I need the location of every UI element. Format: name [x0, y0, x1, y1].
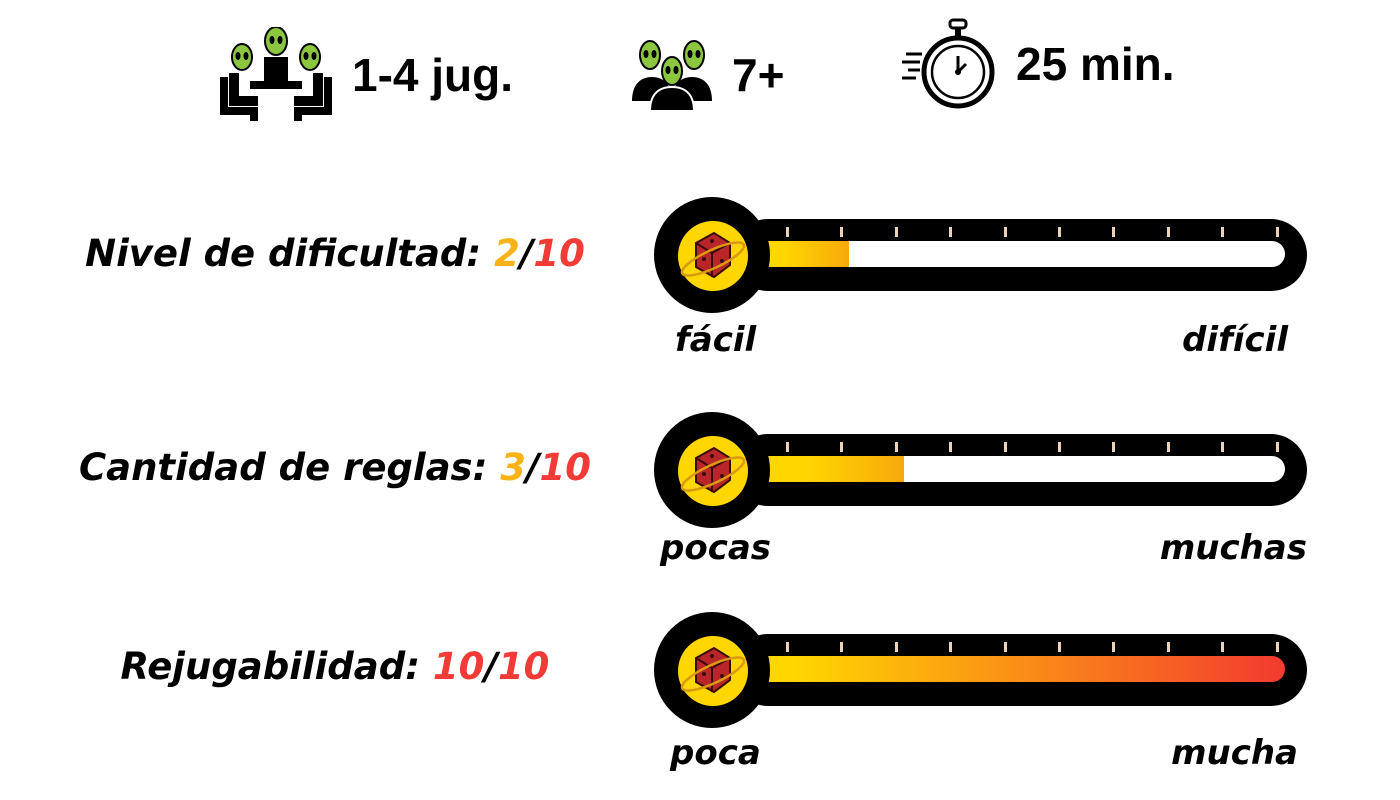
- dice-planet-icon: [680, 446, 746, 494]
- meter-tick: [1166, 642, 1170, 652]
- meter-tick: [1003, 442, 1007, 452]
- meter-bulb: [654, 412, 770, 528]
- meter-tick: [1058, 227, 1061, 237]
- meter-tick: [1221, 227, 1225, 237]
- players-stat: 1-4 jug.: [220, 27, 514, 121]
- meter-channel: [740, 456, 1285, 482]
- meter-channel: [740, 241, 1285, 267]
- rating-label: Rejugabilidad: 10/10: [120, 645, 550, 688]
- min-label: pocas: [660, 528, 772, 568]
- meter-tick: [1275, 227, 1279, 237]
- meter-tick: [894, 442, 898, 452]
- rating-score: 10: [432, 645, 485, 688]
- meter-tick: [1112, 442, 1116, 452]
- meter-tick: [1058, 642, 1061, 652]
- thermometer-meter: [652, 410, 1312, 530]
- max-label: muchas: [1159, 528, 1307, 568]
- meter-tick: [1003, 227, 1007, 237]
- thermometer-meter: [652, 195, 1312, 315]
- meter-tick: [786, 227, 789, 237]
- meter-channel: [740, 656, 1285, 682]
- meter-tick: [1166, 442, 1170, 452]
- meter-tick: [1275, 642, 1279, 652]
- rating-label: Nivel de dificultad: 2/10: [85, 232, 585, 275]
- dice-planet-icon: [680, 231, 746, 279]
- age-label: 7+: [732, 49, 785, 101]
- meter-bulb: [654, 197, 770, 313]
- meter-tick: [840, 642, 844, 652]
- meter-fill: [740, 656, 1285, 682]
- meter-tick: [1221, 642, 1225, 652]
- meter-tick: [1112, 642, 1116, 652]
- rating-score: 2: [494, 232, 520, 275]
- meter-tick: [949, 227, 953, 237]
- meter-tick: [1003, 642, 1007, 652]
- time-stat: 25 min.: [900, 14, 1175, 114]
- thermometer-meter: [652, 610, 1312, 730]
- dice-planet-icon: [680, 646, 746, 694]
- rating-label: Cantidad de reglas: 3/10: [78, 446, 592, 489]
- players-label: 1-4 jug.: [352, 49, 514, 101]
- stopwatch-icon: [902, 18, 995, 109]
- meter-tick: [840, 227, 844, 237]
- alien-group-icon: [632, 40, 712, 111]
- meter-tick: [1275, 442, 1279, 452]
- max-label: mucha: [1171, 733, 1298, 773]
- meter-tick: [786, 442, 789, 452]
- meter-tick: [1112, 227, 1116, 237]
- aliens-at-table-icon: [220, 27, 332, 121]
- meter-bulb: [654, 612, 770, 728]
- min-label: fácil: [675, 320, 757, 360]
- rating-max: 10: [539, 446, 592, 489]
- rating-max: 10: [533, 232, 585, 275]
- max-label: difícil: [1182, 320, 1288, 360]
- min-label: poca: [670, 733, 761, 773]
- meter-tick: [949, 442, 953, 452]
- rating-max: 10: [497, 645, 550, 688]
- age-stat: 7+: [632, 40, 785, 111]
- time-label: 25 min.: [1016, 38, 1175, 90]
- meter-tick: [1221, 442, 1225, 452]
- meter-tick: [894, 642, 898, 652]
- rating-score: 3: [500, 446, 527, 489]
- meter-tick: [894, 227, 898, 237]
- meter-tick: [1058, 442, 1061, 452]
- meter-tick: [949, 642, 953, 652]
- meter-tick: [786, 642, 789, 652]
- meter-tick: [840, 442, 844, 452]
- meter-tick: [1166, 227, 1170, 237]
